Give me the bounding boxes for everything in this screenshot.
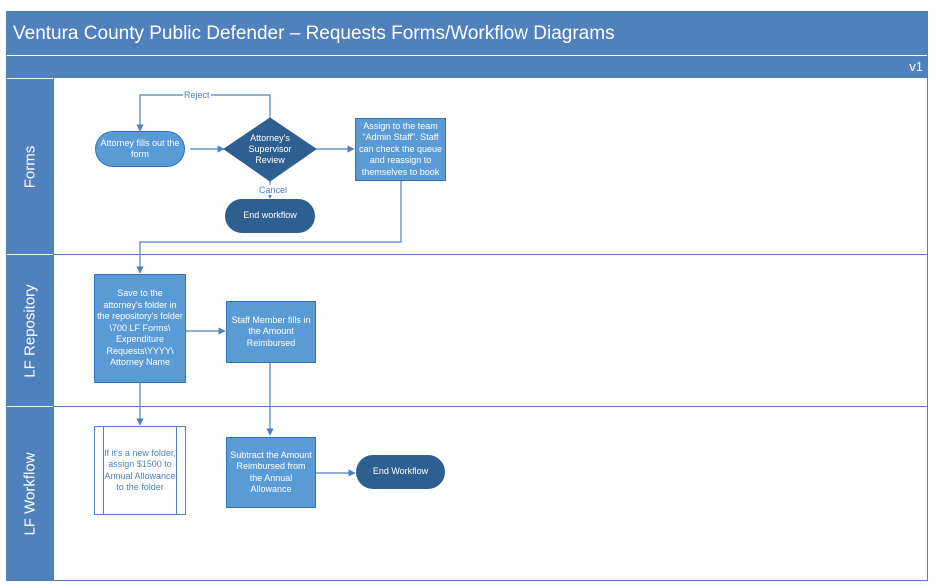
node-new-folder-allowance-text: If it's a new folder, assign $1500 to An… <box>103 427 177 514</box>
lane-divider-2 <box>53 406 927 407</box>
node-subtract-amount: Subtract the Amount Reimbursed from the … <box>226 437 316 508</box>
lane-lf-repository: LF Repository <box>7 255 53 406</box>
node-end-workflow-lf: End Workflow <box>356 455 445 489</box>
node-assign-admin-staff: Assign to the team "Admin Staff". Staff … <box>355 118 446 181</box>
arrow-reject <box>136 94 271 132</box>
lane-divider-vertical <box>53 78 54 580</box>
diagram-frame <box>6 11 928 581</box>
node-staff-fills-amount: Staff Member fills in the Amount Reimbur… <box>226 301 316 363</box>
node-attorney-fills-form: Attorney fills out the form <box>95 131 185 167</box>
node-save-to-folder: Save to the attorney's folder in the rep… <box>94 274 186 383</box>
edge-label-cancel: Cancel <box>258 185 289 195</box>
version-bar: v1 <box>7 56 927 78</box>
node-new-folder-allowance: If it's a new folder, assign $1500 to An… <box>94 426 186 515</box>
lane-forms: Forms <box>7 79 53 254</box>
version-label: v1 <box>909 59 923 74</box>
lane-lf-workflow: LF Workflow <box>7 407 53 580</box>
supervisor-review-diamond <box>223 117 317 182</box>
node-end-workflow-forms: End workflow <box>225 199 315 233</box>
arrow-assign-to-save <box>136 181 402 274</box>
edge-label-reject: Reject <box>183 90 211 100</box>
node-supervisor-review-label: Attorney's Supervisor Review <box>248 132 292 165</box>
diagram-title: Ventura County Public Defender – Request… <box>7 12 927 55</box>
lane-divider-1 <box>53 254 927 255</box>
